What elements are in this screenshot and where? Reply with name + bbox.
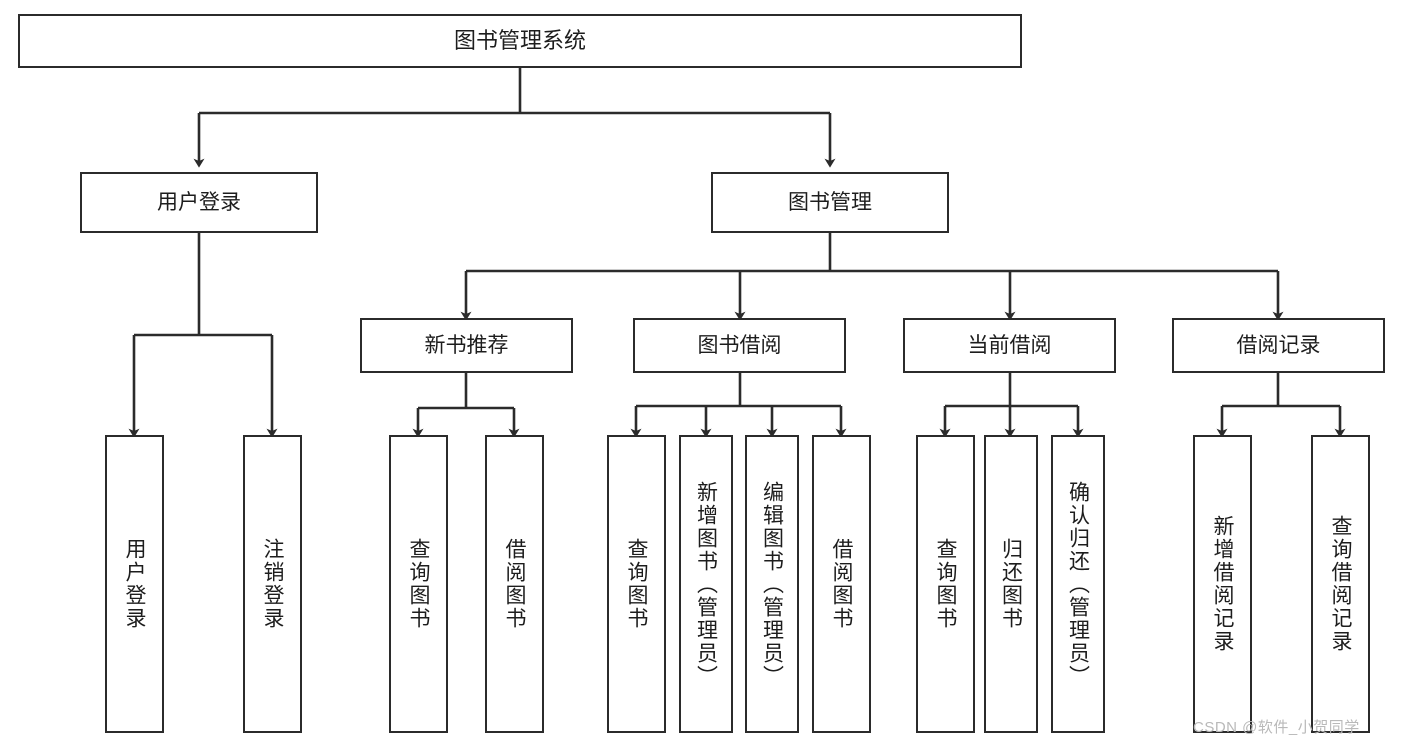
node-leaf-query-book-2-label: 查询图书 (625, 538, 648, 630)
node-borrow-record-label: 借阅记录 (1236, 333, 1321, 357)
node-book-manage-label: 图书管理 (788, 190, 872, 214)
node-root[interactable]: 图书管理系统 (18, 14, 1022, 68)
node-leaf-edit-book-label: 编辑图书（管理员） (760, 480, 784, 688)
node-leaf-add-borrow-record-label: 新增借阅记录 (1211, 515, 1234, 653)
node-book-borrow[interactable]: 图书借阅 (633, 318, 846, 373)
node-leaf-borrow-book-2[interactable]: 借阅图书 (812, 435, 871, 733)
node-leaf-confirm-return[interactable]: 确认归还（管理员） (1051, 435, 1105, 733)
node-book-borrow-label: 图书借阅 (697, 333, 782, 357)
node-leaf-add-book-label: 新增图书（管理员） (694, 480, 718, 688)
node-leaf-query-borrow-record[interactable]: 查询借阅记录 (1311, 435, 1370, 733)
node-leaf-user-login[interactable]: 用户登录 (105, 435, 164, 733)
node-root-label: 图书管理系统 (453, 27, 586, 53)
node-leaf-borrow-book-2-label: 借阅图书 (830, 538, 853, 630)
node-current-borrow[interactable]: 当前借阅 (903, 318, 1116, 373)
node-leaf-add-borrow-record[interactable]: 新增借阅记录 (1193, 435, 1252, 733)
node-leaf-query-book-3-label: 查询图书 (934, 538, 957, 630)
node-leaf-borrow-book-1-label: 借阅图书 (503, 538, 526, 630)
node-leaf-query-book-1[interactable]: 查询图书 (389, 435, 448, 733)
node-leaf-borrow-book-1[interactable]: 借阅图书 (485, 435, 544, 733)
node-leaf-query-book-2[interactable]: 查询图书 (607, 435, 666, 733)
node-user-login-label: 用户登录 (157, 190, 241, 214)
node-book-manage[interactable]: 图书管理 (711, 172, 949, 233)
node-leaf-logout-login-label: 注销登录 (261, 538, 284, 630)
node-leaf-query-borrow-record-label: 查询借阅记录 (1329, 515, 1352, 653)
node-user-login[interactable]: 用户登录 (80, 172, 318, 233)
node-leaf-return-book[interactable]: 归还图书 (984, 435, 1038, 733)
node-leaf-return-book-label: 归还图书 (999, 538, 1023, 630)
node-leaf-user-login-label: 用户登录 (123, 538, 146, 630)
node-leaf-add-book[interactable]: 新增图书（管理员） (679, 435, 733, 733)
node-current-borrow-label: 当前借阅 (967, 333, 1052, 357)
node-borrow-record[interactable]: 借阅记录 (1172, 318, 1385, 373)
node-leaf-logout-login[interactable]: 注销登录 (243, 435, 302, 733)
csdn-watermark: CSDN @软件_小贺同学 (1193, 719, 1360, 736)
node-new-book-recommend-label: 新书推荐 (424, 333, 509, 357)
node-leaf-query-book-1-label: 查询图书 (407, 538, 430, 630)
node-new-book-recommend[interactable]: 新书推荐 (360, 318, 573, 373)
node-leaf-confirm-return-label: 确认归还（管理员） (1066, 480, 1090, 688)
node-leaf-query-book-3[interactable]: 查询图书 (916, 435, 975, 733)
node-leaf-edit-book[interactable]: 编辑图书（管理员） (745, 435, 799, 733)
